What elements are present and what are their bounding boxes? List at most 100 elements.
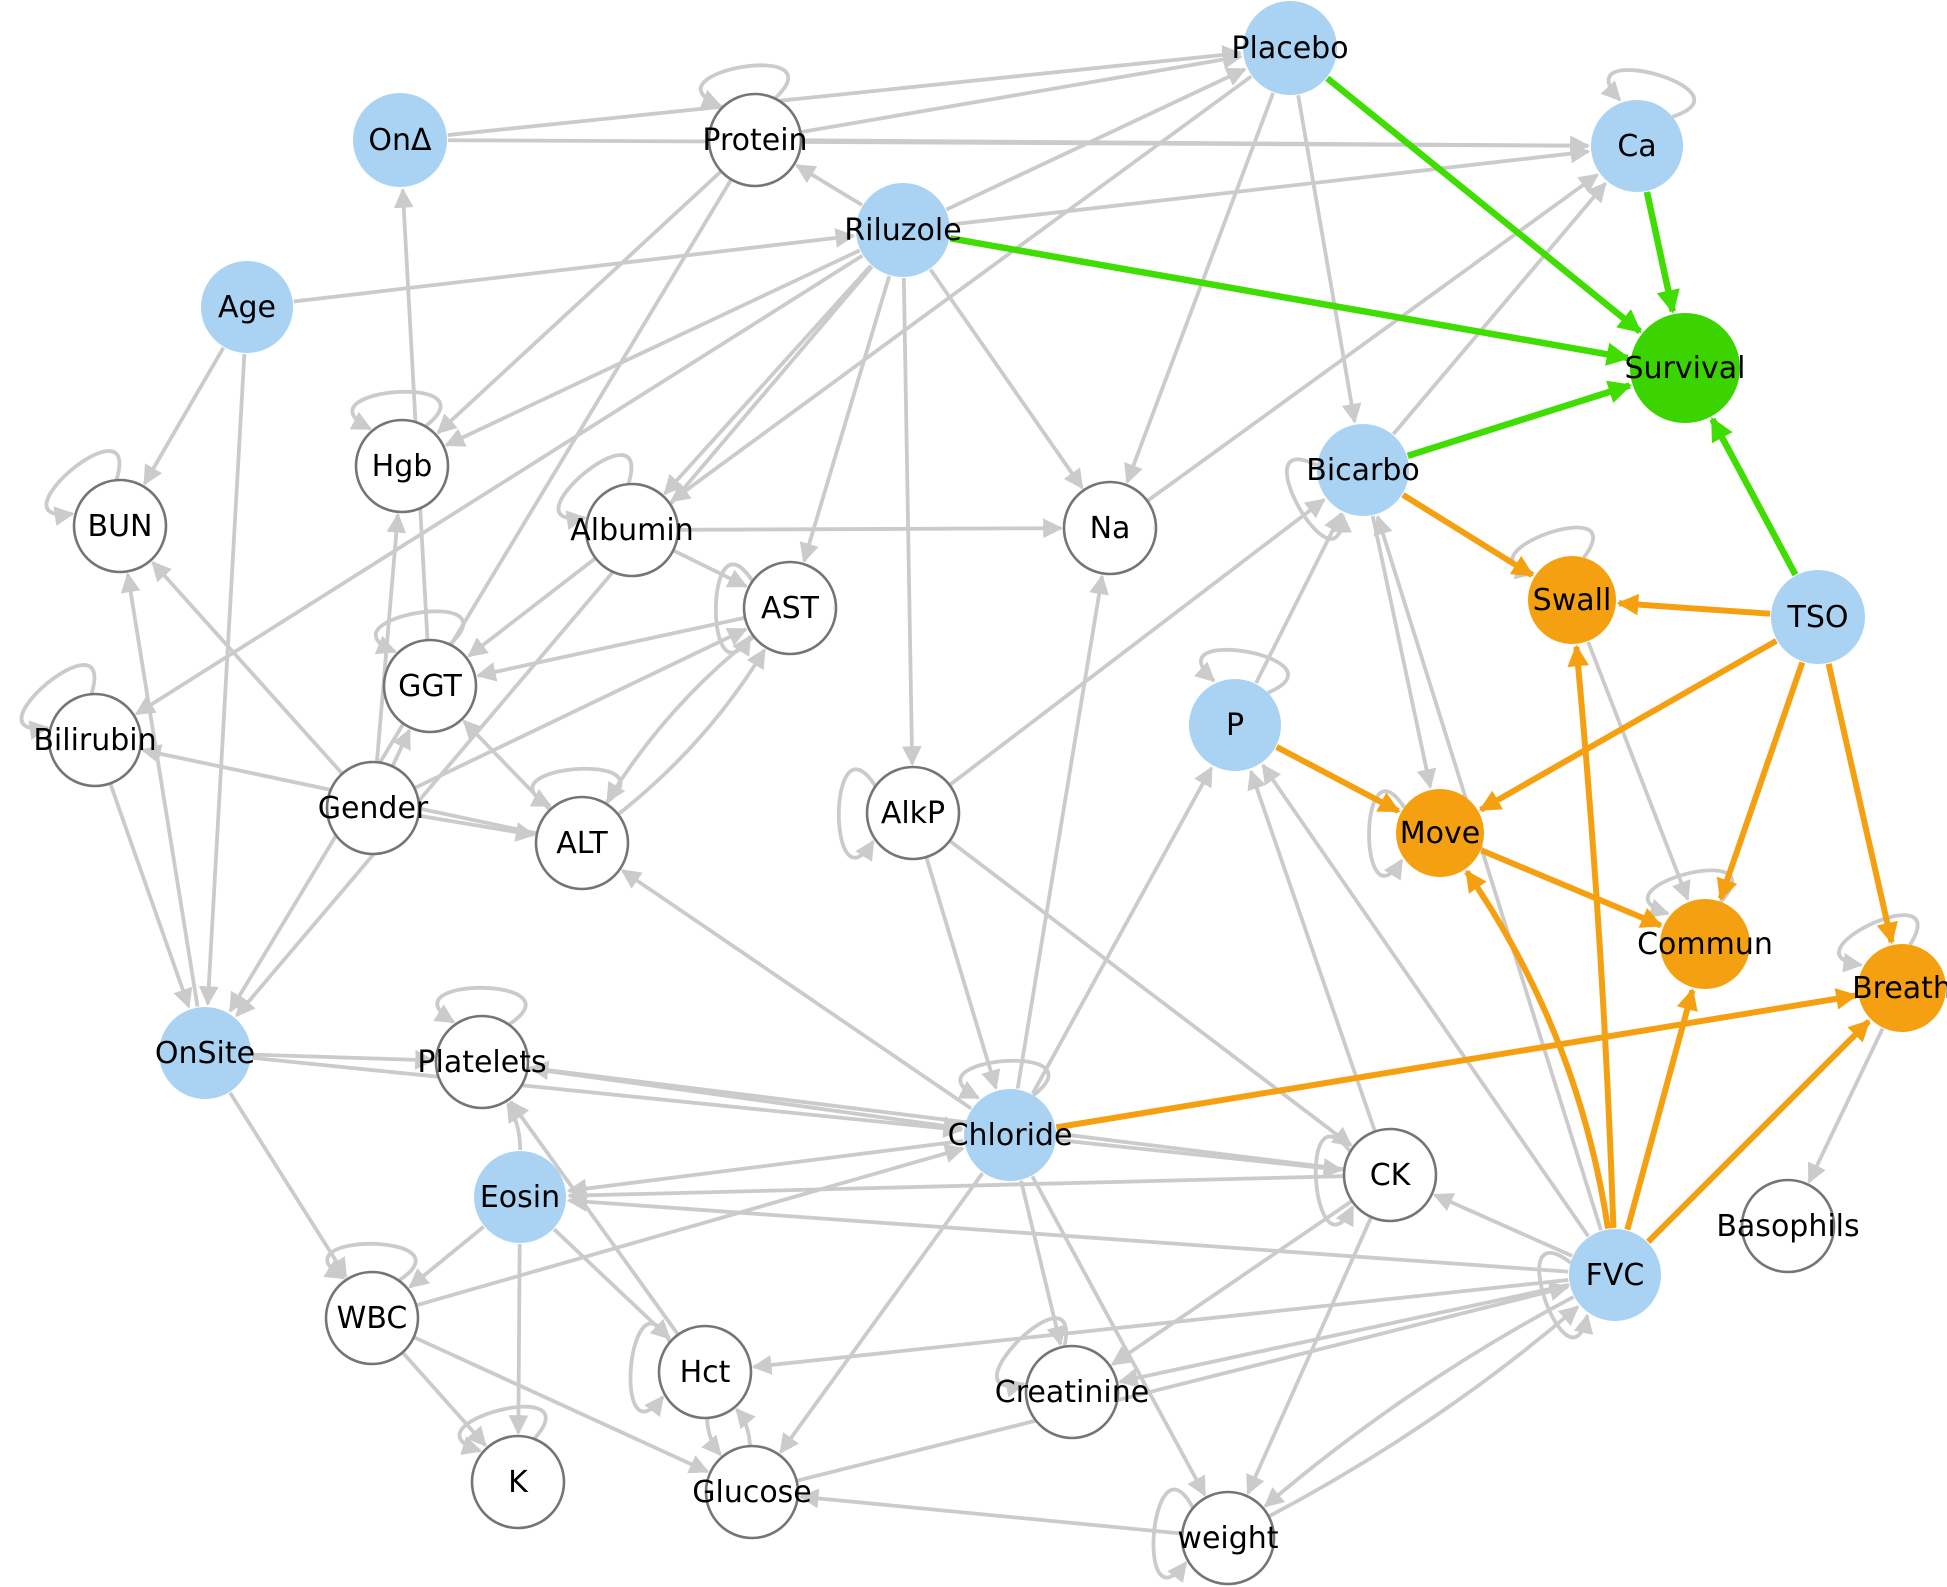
edge-wbc-chloride [416, 1143, 965, 1307]
self-loop-k [457, 1404, 548, 1456]
edge-placebo-bicarbo [1296, 94, 1362, 424]
node-glucose: Glucose [692, 1444, 812, 1540]
edge-bicarbo-move [1370, 515, 1437, 789]
node-label-breath: Breath [1852, 971, 1947, 1006]
self-loop-bun [44, 449, 122, 526]
node-weight: weight [1177, 1490, 1279, 1586]
self-loop-p [1194, 647, 1290, 695]
colored-edges-layer [949, 75, 1898, 1244]
edge-ast-ggt [475, 616, 745, 682]
node-circle-ca [1591, 100, 1683, 192]
edge-albumin-ast [673, 549, 748, 589]
edge-protein-placebo [800, 49, 1243, 134]
node-swall: Swall [1528, 556, 1616, 644]
node-hgb: Hgb [354, 418, 450, 514]
node-label-commun: Commun [1637, 927, 1773, 962]
node-protein: Protein [702, 92, 808, 188]
node-bun: BUN [72, 478, 168, 574]
node-label-survival: Survival [1625, 351, 1746, 386]
edge-protein-ca [801, 135, 1590, 156]
self-loop-ggt [374, 609, 466, 655]
node-circle-age [201, 261, 293, 353]
edge-placebo-na [1124, 92, 1275, 484]
node-circle-wbc [324, 1270, 420, 1366]
edge-alt-ast [617, 648, 767, 816]
node-label-ck: CK [1370, 1158, 1412, 1193]
node-na: Na [1062, 480, 1158, 576]
node-label-chloride: Chloride [948, 1118, 1073, 1153]
self-loop-ast [713, 562, 755, 657]
edge-wbc-k [401, 1351, 487, 1447]
edge-alkp-ck [949, 839, 1353, 1147]
edge-bilirubin-onsite [108, 783, 193, 1009]
node-circle-hgb [354, 418, 450, 514]
edge-tso-breath [1825, 663, 1898, 945]
node-creatinine: Creatinine [995, 1344, 1149, 1440]
node-label-ondelta: OnΔ [368, 123, 432, 158]
node-circle-platelets [434, 1014, 530, 1110]
node-label-wbc: WBC [337, 1301, 408, 1336]
edge-fvc-ck [1432, 1193, 1573, 1258]
self-loop-wbc [323, 1241, 418, 1283]
node-hct: Hct [657, 1324, 753, 1420]
node-label-creatinine: Creatinine [995, 1375, 1149, 1410]
node-circle-onsite [159, 1007, 251, 1099]
edge-onsite-bun [120, 572, 200, 1007]
edge-chloride-p [1030, 766, 1214, 1095]
node-circle-ondelta [353, 93, 447, 187]
edge-riluzole-onsite [235, 265, 874, 1018]
edge-na-ca [1146, 173, 1599, 502]
node-platelets: Platelets [417, 1014, 547, 1110]
edge-eosin-wbc [408, 1225, 485, 1289]
edge-protein-hgb [436, 170, 722, 435]
edge-age-riluzole [293, 228, 856, 304]
edge-placebo-albumin [669, 74, 1253, 503]
node-label-alkp: AlkP [881, 796, 945, 831]
edge-riluzole-ast [799, 275, 892, 563]
node-label-bilirubin: Bilirubin [33, 723, 156, 758]
node-circle-alt [534, 795, 630, 891]
edge-weight-glucose [798, 1488, 1182, 1536]
node-placebo: Placebo [1231, 1, 1349, 95]
node-circle-k [470, 1434, 566, 1530]
edge-glucose-hct [735, 1407, 756, 1446]
gray-edges-layer [108, 45, 1885, 1536]
node-circle-ast [742, 560, 838, 656]
edge-chloride-alt [620, 869, 973, 1111]
edge-breath-basophils [1807, 1027, 1885, 1184]
edge-ondelta-placebo [447, 45, 1243, 137]
edge-ck-weight [1246, 1217, 1373, 1496]
node-label-k: K [508, 1465, 529, 1500]
edge-hct-platelets [509, 1100, 680, 1335]
self-loop-creatinine [995, 1316, 1068, 1398]
node-label-weight: weight [1177, 1521, 1278, 1556]
self-loop-protein [699, 63, 791, 109]
edge-wbc-glucose [413, 1335, 710, 1474]
edge-albumin-ggt [467, 557, 596, 658]
self-loop-ck [1313, 1134, 1355, 1228]
node-label-fvc: FVC [1586, 1258, 1645, 1293]
edge-fvc-creatinine [1117, 1283, 1570, 1388]
self-loop-platelets [433, 985, 528, 1027]
node-chloride: Chloride [948, 1089, 1073, 1181]
edge-ck-creatinine [1110, 1199, 1353, 1366]
node-circle-creatinine [1024, 1344, 1120, 1440]
node-label-riluzole: Riluzole [844, 213, 961, 248]
edge-riluzole-placebo [945, 67, 1247, 212]
node-label-bicarbo: Bicarbo [1306, 453, 1420, 488]
node-circle-ggt [382, 638, 478, 734]
node-tso: TSO [1771, 570, 1865, 664]
edge-ck-p [1247, 769, 1377, 1132]
self-loop-alt [529, 766, 623, 808]
edge-eosin-k [508, 1243, 529, 1435]
self-loop-move [1367, 789, 1406, 881]
node-circle-albumin [584, 482, 680, 578]
node-breath: Breath [1852, 944, 1947, 1032]
edge-bicarbo-swall [1401, 492, 1534, 578]
edge-fvc-hct [751, 1278, 1569, 1375]
edge-tso-commun [1716, 661, 1806, 901]
node-label-onsite: OnSite [155, 1036, 255, 1071]
edge-p-move [1275, 744, 1401, 814]
